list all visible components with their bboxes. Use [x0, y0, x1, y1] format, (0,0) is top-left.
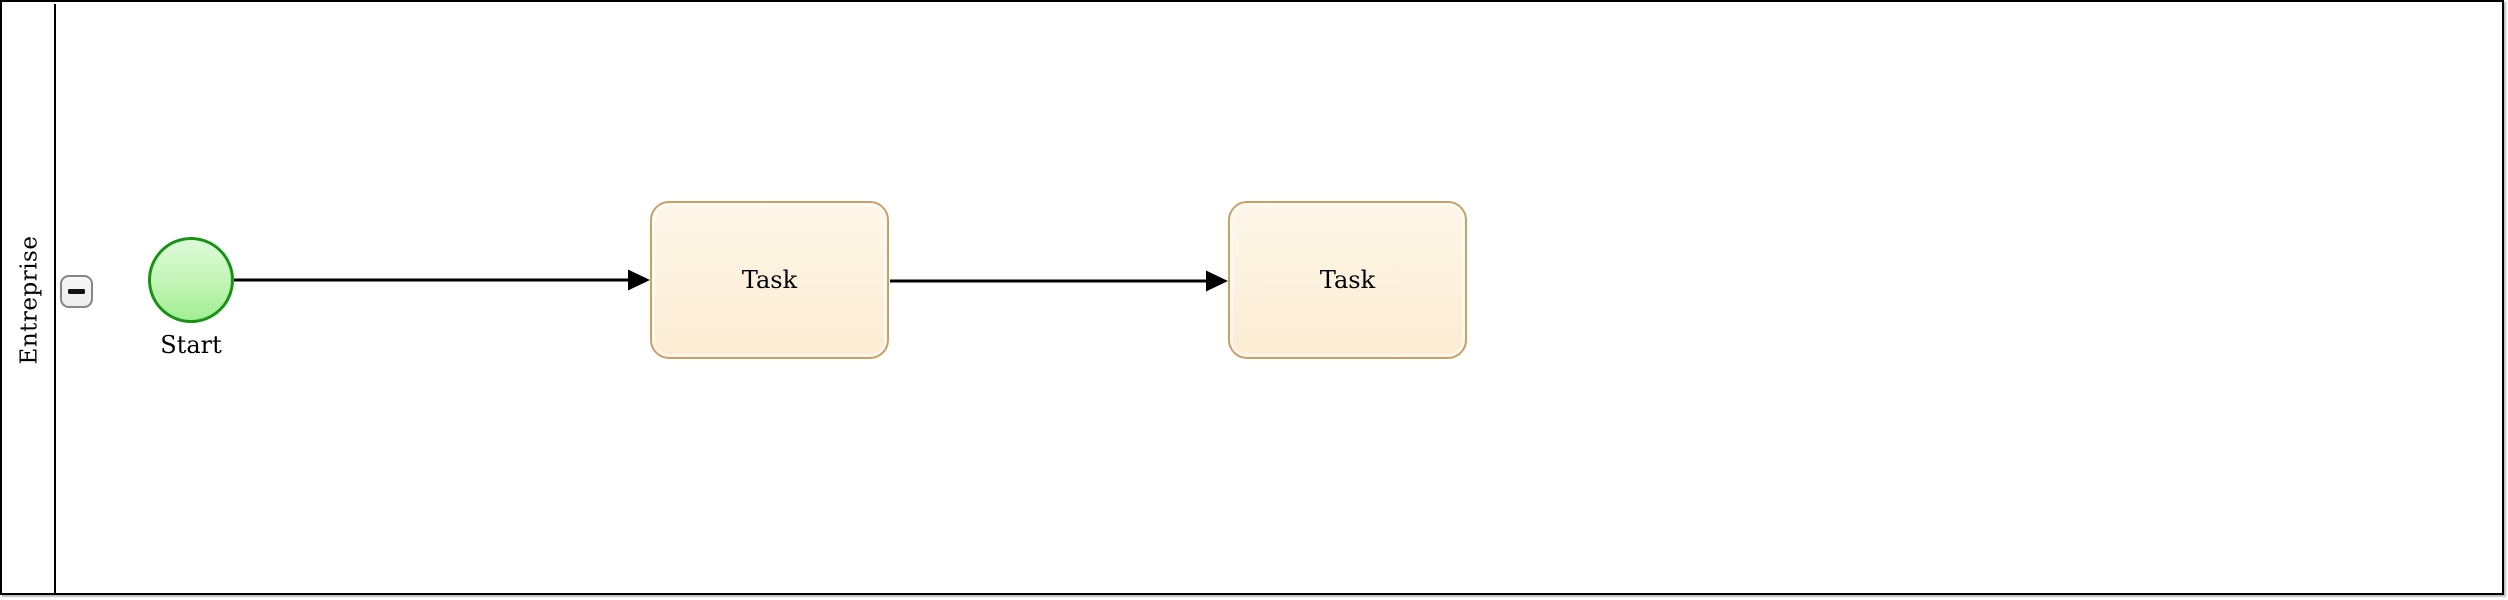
pool-collapse-button[interactable]	[60, 275, 93, 308]
task-2-label: Task	[1319, 266, 1376, 294]
pool-name-label: Entreprise	[16, 235, 43, 364]
task-1[interactable]: Task	[650, 201, 889, 359]
start-event[interactable]	[148, 237, 234, 323]
minus-icon	[68, 289, 85, 294]
task-1-label: Task	[741, 266, 798, 294]
pool-label-separator	[54, 4, 56, 595]
task-2[interactable]: Task	[1228, 201, 1467, 359]
start-event-label: Start	[160, 331, 222, 359]
pool-label-lane: Entreprise	[2, 2, 56, 597]
